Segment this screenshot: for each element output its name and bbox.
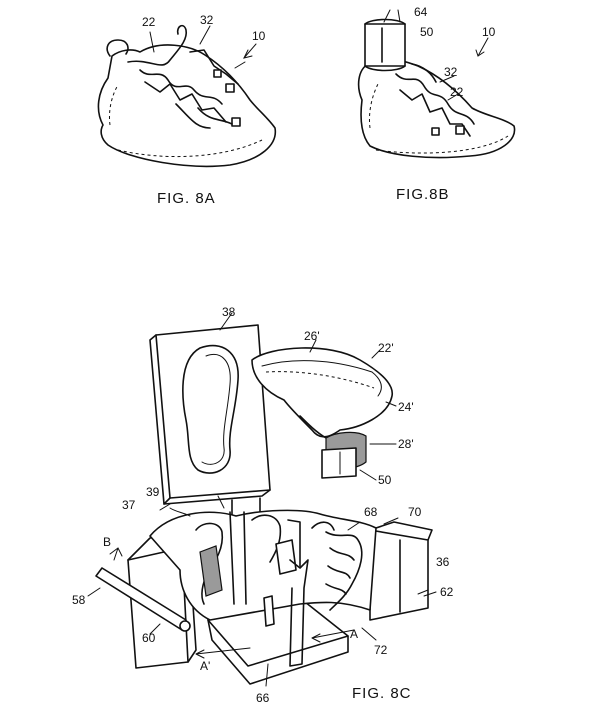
fig8b-label-22: 22 [450, 85, 464, 99]
fig8a-label-22: 22 [142, 15, 156, 29]
fig8c-label-72: 72 [374, 643, 388, 657]
fig8c-label-28-prime: 28' [398, 437, 414, 451]
figure-8a-shoe-drawing [97, 24, 277, 168]
figure-8b-shoe-drawing [357, 9, 516, 159]
figure-8c-assembly-drawing [87, 312, 437, 687]
fig8b-label-10: 10 [482, 25, 496, 39]
fig8c-label-62: 62 [440, 585, 454, 599]
fig8c-label-24-prime: 24' [398, 400, 414, 414]
fig8a-label-10: 10 [252, 29, 266, 43]
fig8a-caption: FIG. 8A [157, 190, 216, 207]
fig8b-label-64: 64 [414, 5, 428, 19]
fig8c-label-50: 50 [378, 473, 392, 487]
fig8c-label-38: 38 [222, 305, 236, 319]
fig8b-label-50: 50 [420, 25, 434, 39]
fig8c-label-a: A [350, 627, 358, 641]
fig8b-caption: FIG.8B [396, 186, 450, 203]
fig8c-label-60: 60 [142, 631, 156, 645]
fig8c-label-39: 39 [146, 485, 160, 499]
fig8c-caption: FIG. 8C [352, 685, 412, 702]
fig8c-label-58: 58 [72, 593, 86, 607]
fig8b-label-32: 32 [444, 65, 458, 79]
fig8c-label-68: 68 [364, 505, 378, 519]
fig8c-label-22-prime: 22' [378, 341, 394, 355]
fig8c-label-26-prime: 26' [304, 329, 320, 343]
fig8c-label-37: 37 [122, 498, 136, 512]
fig8c-label-36: 36 [436, 555, 450, 569]
fig8c-label-b: B [103, 535, 111, 549]
fig8c-label-70: 70 [408, 505, 422, 519]
fig8c-label-66: 66 [256, 691, 270, 705]
fig8c-label-a-prime: A' [200, 659, 210, 673]
fig8a-label-32: 32 [200, 13, 214, 27]
